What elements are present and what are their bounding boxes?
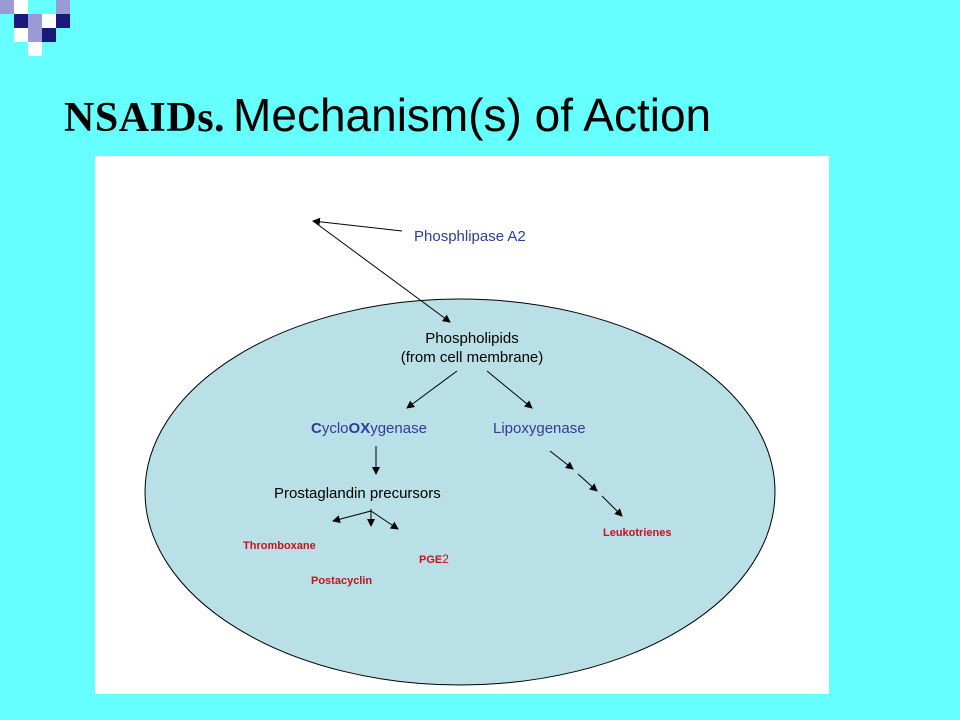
deco-square bbox=[14, 14, 28, 28]
label-phospholipids-line2: (from cell membrane) bbox=[400, 349, 544, 366]
cox-c: C bbox=[311, 420, 322, 437]
pge-text: PGE bbox=[419, 554, 443, 566]
phospholipase-pointer bbox=[312, 217, 403, 232]
arrow-lipo-2 bbox=[577, 473, 598, 492]
deco-square bbox=[56, 0, 70, 14]
title-nsaids: NSAIDs. bbox=[64, 95, 226, 141]
arrow-to-cox bbox=[406, 370, 458, 409]
arrow-to-lipoxygenase bbox=[486, 370, 533, 409]
deco-square bbox=[28, 42, 42, 56]
cox-yclo: yclo bbox=[321, 420, 349, 437]
label-cyclooxygenase: CycloOXygenase bbox=[311, 420, 427, 437]
arrow-lipo-1 bbox=[549, 450, 574, 470]
deco-square bbox=[14, 28, 28, 42]
arrow-to-phospholipids bbox=[312, 220, 451, 323]
label-lipoxygenase: Lipoxygenase bbox=[493, 420, 586, 437]
label-phospholipids-line1: Phospholipids bbox=[425, 330, 519, 347]
cox-rest: ygenase bbox=[370, 420, 427, 437]
deco-square bbox=[0, 0, 14, 14]
deco-square bbox=[28, 28, 42, 42]
diagram-panel: Phosphlipase A2 Phospholipids (from cell… bbox=[95, 156, 829, 694]
pathway-diagram bbox=[144, 217, 776, 686]
label-leukotrienes: Leukotrienes bbox=[603, 527, 672, 539]
split-left bbox=[332, 510, 372, 524]
split-right bbox=[370, 510, 399, 530]
label-postacyclin: Postacyclin bbox=[311, 575, 373, 587]
title-mechanism: Mechanism(s) of Action bbox=[233, 89, 712, 141]
slide-title: NSAIDs.Mechanism(s) of Action bbox=[64, 88, 711, 142]
label-thromboxane: Thromboxane bbox=[243, 540, 316, 552]
label-phospholipids: Phospholipids (from cell membrane) bbox=[382, 330, 562, 366]
deco-square bbox=[14, 0, 28, 14]
label-pge2: PGE2 bbox=[419, 552, 449, 566]
label-phospholipase-a2: Phosphlipase A2 bbox=[414, 228, 526, 245]
deco-square bbox=[56, 14, 70, 28]
deco-square bbox=[28, 14, 42, 28]
pge-subscript: 2 bbox=[442, 552, 449, 566]
label-prostaglandin-precursors: Prostaglandin precursors bbox=[274, 485, 441, 502]
cell-ellipse bbox=[144, 298, 776, 686]
cox-ox: OX bbox=[348, 420, 371, 437]
corner-decoration bbox=[0, 0, 70, 56]
arrow-lipo-3 bbox=[601, 495, 623, 517]
deco-square bbox=[42, 28, 56, 42]
deco-square bbox=[42, 14, 56, 28]
